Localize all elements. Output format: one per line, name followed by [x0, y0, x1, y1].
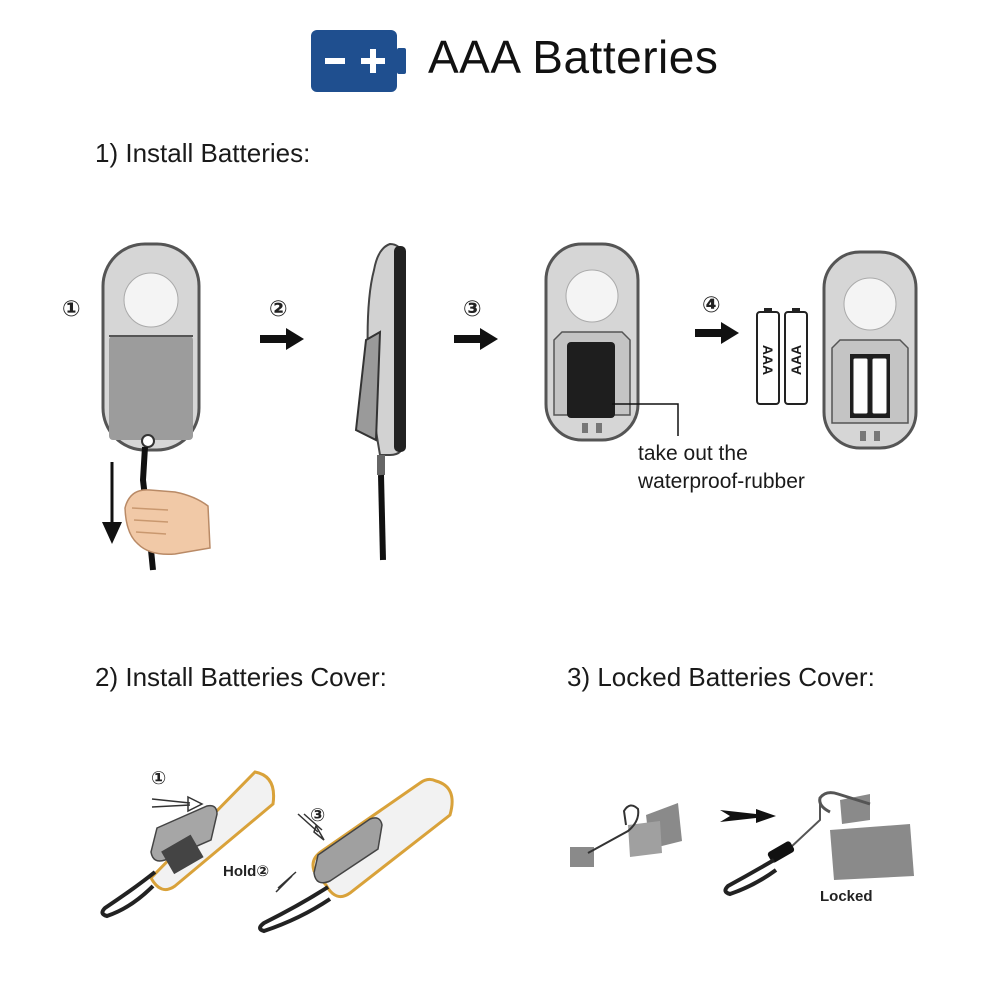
remote-compartment-illustration	[544, 242, 640, 442]
hold-label: Hold②	[223, 863, 270, 880]
strap-locked-illustration	[723, 791, 914, 897]
callout-line	[612, 403, 679, 436]
step-1-marker: ①	[62, 296, 81, 321]
battery-label-right: AAA	[788, 344, 804, 376]
rubber-caption-line-2: waterproof-rubber	[638, 470, 805, 493]
header-battery-icon	[311, 30, 407, 92]
pull-down-arrow-icon	[102, 462, 122, 544]
aaa-battery-icon	[756, 308, 808, 405]
remote-front-illustration	[101, 242, 201, 571]
step-3-arrow-icon	[454, 328, 498, 350]
remote-cover-open-illustration	[100, 770, 276, 919]
remote-side-illustration	[354, 242, 406, 561]
remote-cover-closed-illustration	[258, 777, 454, 934]
cover-slide-arrow-icon	[151, 795, 204, 813]
battery-icon	[311, 30, 406, 92]
remote-installed-illustration	[822, 250, 918, 450]
locked-label: Locked	[820, 888, 873, 905]
cover-step-1-marker: ①	[151, 768, 167, 788]
step-4-arrow-icon	[695, 322, 739, 344]
battery-label-left: AAA	[760, 344, 776, 376]
step-2-marker: ②	[269, 296, 288, 321]
strap-unlocked-illustration	[570, 803, 682, 867]
battery-pair-loose: AAA AAA	[755, 308, 811, 408]
page-title: AAA Batteries	[428, 31, 719, 83]
hold-arrow-icon	[275, 871, 297, 893]
lock-arrow-icon	[720, 809, 776, 823]
step-2-arrow-icon	[260, 328, 304, 350]
rubber-caption: take out the waterproof-rubber	[638, 440, 805, 496]
cover-step-3-marker: ③	[310, 805, 326, 825]
section-install-cover: 2) Install Batteries Cover:	[95, 662, 387, 692]
step-4-marker: ④	[702, 292, 721, 317]
rubber-caption-line-1: take out the	[638, 442, 748, 465]
step-3-marker: ③	[463, 296, 482, 321]
section-locked-cover: 3) Locked Batteries Cover:	[567, 662, 875, 692]
cover-press-arrow-icon	[297, 813, 325, 841]
hand-illustration	[124, 489, 211, 556]
section-install-batteries: 1) Install Batteries:	[95, 138, 311, 168]
